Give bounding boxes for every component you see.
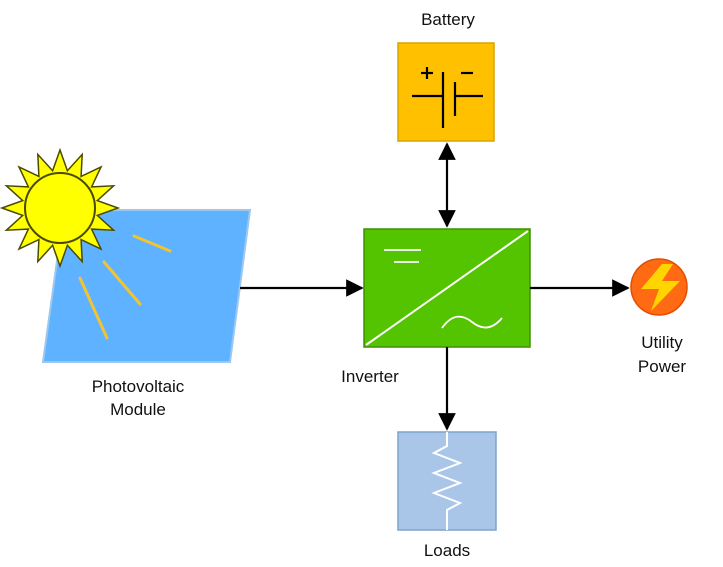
sun-icon [0,147,121,269]
inverter-icon [363,228,531,348]
pv-panel [41,209,252,363]
utility-label-line2: Power [637,357,687,376]
connections [240,142,630,431]
inverter-label: Inverter [341,367,399,386]
sun-rays [78,234,172,340]
battery-label: Battery [421,10,475,29]
battery-icon [397,42,495,142]
lightning-bolt-icon [641,264,680,311]
loads-label: Loads [423,541,471,560]
utility-power-icon [630,258,688,316]
utility-label-line1: Utility [641,333,683,352]
pv-label-line1: Photovoltaic [91,377,185,396]
loads-icon [397,431,497,531]
resistor-icon [431,432,463,530]
pv-label-line2: Module [110,400,166,419]
